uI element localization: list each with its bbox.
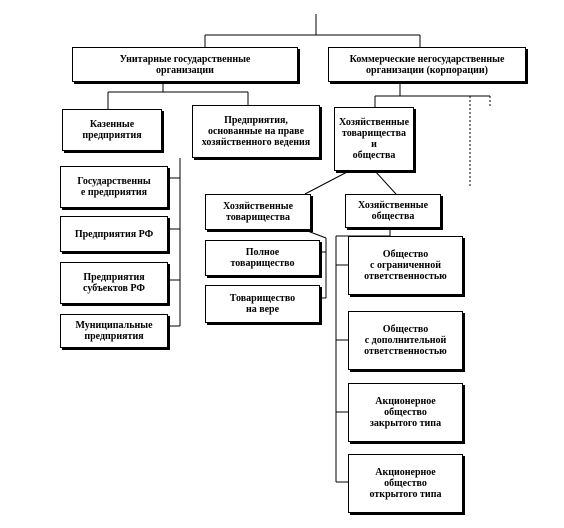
node-polnoe: Полное товарищество xyxy=(205,240,320,276)
node-zao: Акционерное общество закрытого типа xyxy=(348,383,463,442)
node-predpr-rf: Предприятия РФ xyxy=(60,216,168,252)
node-na-vere: Товарищество на вере xyxy=(205,285,320,323)
node-municipal: Муниципальные предприятия xyxy=(60,314,168,348)
node-kazennye: Казенные предприятия xyxy=(62,109,162,151)
node-ooo: Общество с ограниченной ответственностью xyxy=(348,236,463,295)
node-predpr-subj: Предприятия субъектов РФ xyxy=(60,262,168,304)
node-gos-predpr: Государственны е предприятия xyxy=(60,166,168,208)
node-oao: Акционерное общество открытого типа xyxy=(348,454,463,513)
node-commercial: Коммерческие негосударственные организац… xyxy=(328,47,526,82)
node-hoz-vedenie: Предприятия, основанные на праве хозяйст… xyxy=(192,105,320,158)
node-odo: Общество с дополнительной ответственност… xyxy=(348,311,463,370)
node-unitary: Унитарные государственные организации xyxy=(72,47,298,82)
node-hoz-obsh: Хозяйственные общества xyxy=(345,194,441,228)
node-hoz-tov: Хозяйственные товарищества xyxy=(205,194,311,230)
node-hoz-tov-obsh: Хозяйственные товарищества и общества xyxy=(334,107,414,171)
